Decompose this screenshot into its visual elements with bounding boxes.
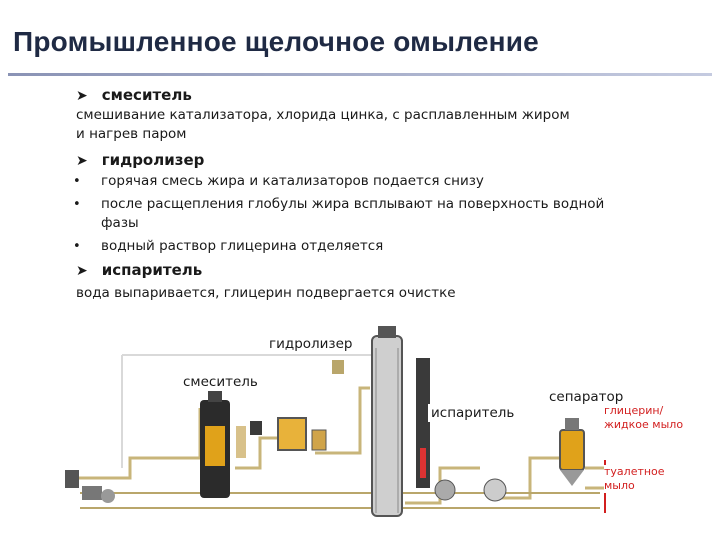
section-heading-label: испаритель [101,261,203,279]
bullet-text: после расщепления глобулы жира всплывают… [101,196,605,212]
bullet-continuation: фазы [101,214,139,233]
section-heading-evaporator: ➤ испаритель [76,261,202,279]
label-hydrolyzer: гидролизер [266,335,356,353]
section-heading-label: смеситель [101,86,192,104]
bullet-dot-icon: • [73,197,81,212]
section-heading-label: гидролизер [101,151,205,169]
output-line: глицерин/ [604,404,664,417]
bullet-text: горячая смесь жира и катализаторов подае… [101,173,484,189]
plant-diagram [65,326,606,517]
section-heading-mixer: ➤ смеситель [76,86,192,104]
output-glycerin: глицерин/ жидкое мыло [604,404,684,432]
output-soap: туалетное мыло [604,465,665,493]
bullet-item: • водный раствор глицерина отделяется [73,237,384,256]
output-line: мыло [604,479,635,492]
page-title: Промышленное щелочное омыление [13,26,539,57]
section-text-line: смешивание катализатора, хлорида цинка, … [76,107,570,123]
dosing-tanks [250,417,327,451]
label-mixer: смеситель [180,373,261,391]
evaporator [416,358,507,502]
pipe-network [68,354,605,509]
section-heading-hydrolyzer: ➤ гидролизер [76,151,204,169]
output-line: жидкое мыло [604,418,684,431]
arrow-bullet-icon: ➤ [76,263,88,279]
bullet-dot-icon: • [73,174,81,189]
section-text-line: и нагрев паром [76,126,187,142]
bullet-item: • горячая смесь жира и катализаторов под… [73,172,484,191]
title-divider [8,73,712,76]
label-separator: сепаратор [546,388,627,406]
hydrolyzer-column [332,326,403,517]
bullet-dot-icon: • [73,239,81,254]
feed-pumps [65,470,115,503]
bullet-text: водный раствор глицерина отделяется [101,238,384,254]
arrow-bullet-icon: ➤ [76,153,88,169]
mixer-vessel [200,390,246,498]
label-evaporator: испаритель [428,404,518,422]
output-line: туалетное [604,465,665,478]
separator [559,418,606,513]
bullet-item: • после расщепления глобулы жира всплыва… [73,195,605,214]
section-text-line: вода выпаривается, глицерин подвергается… [76,285,456,301]
arrow-bullet-icon: ➤ [76,88,88,104]
bullet-text: фазы [101,215,139,231]
